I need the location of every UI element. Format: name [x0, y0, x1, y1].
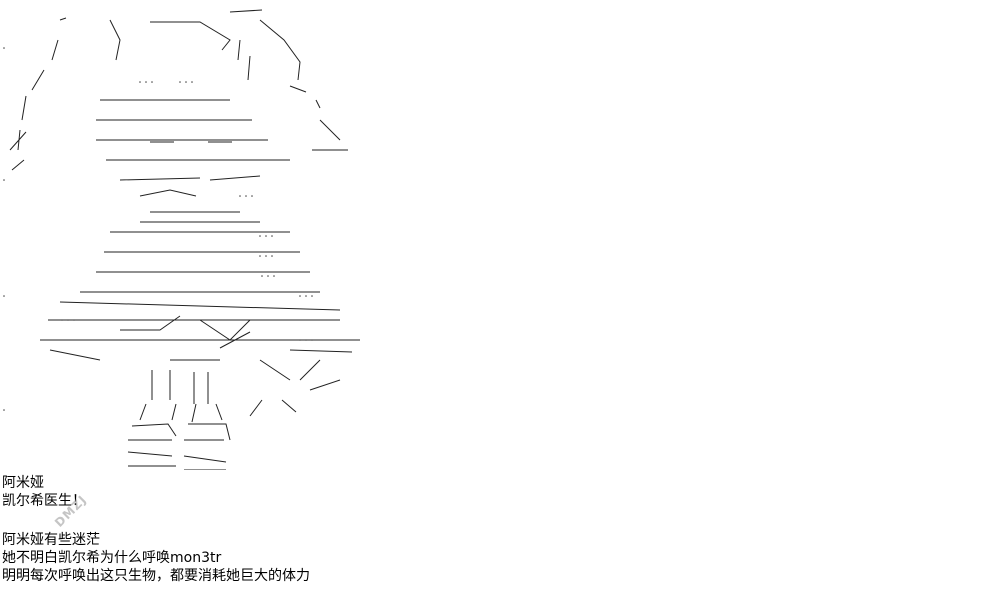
caption-line: 凯尔希医生！	[2, 493, 86, 509]
caption-block-bottom: 阿米娅有些迷茫 她不明白凯尔希为什么呼唤mon3tr 明明每次呼唤出这只生物，都…	[2, 531, 310, 585]
caption-line: 阿米娅有些迷茫	[2, 532, 100, 548]
caption-line: 她不明白凯尔希为什么呼唤mon3tr	[2, 550, 222, 566]
caption-line: 明明每次呼唤出这只生物，都要消耗她巨大的体力	[2, 568, 310, 584]
ascii-art-figure	[0, 0, 380, 470]
caption-block-top: 阿米娅 凯尔希医生！	[2, 474, 86, 510]
caption-line: 阿米娅	[2, 475, 44, 491]
